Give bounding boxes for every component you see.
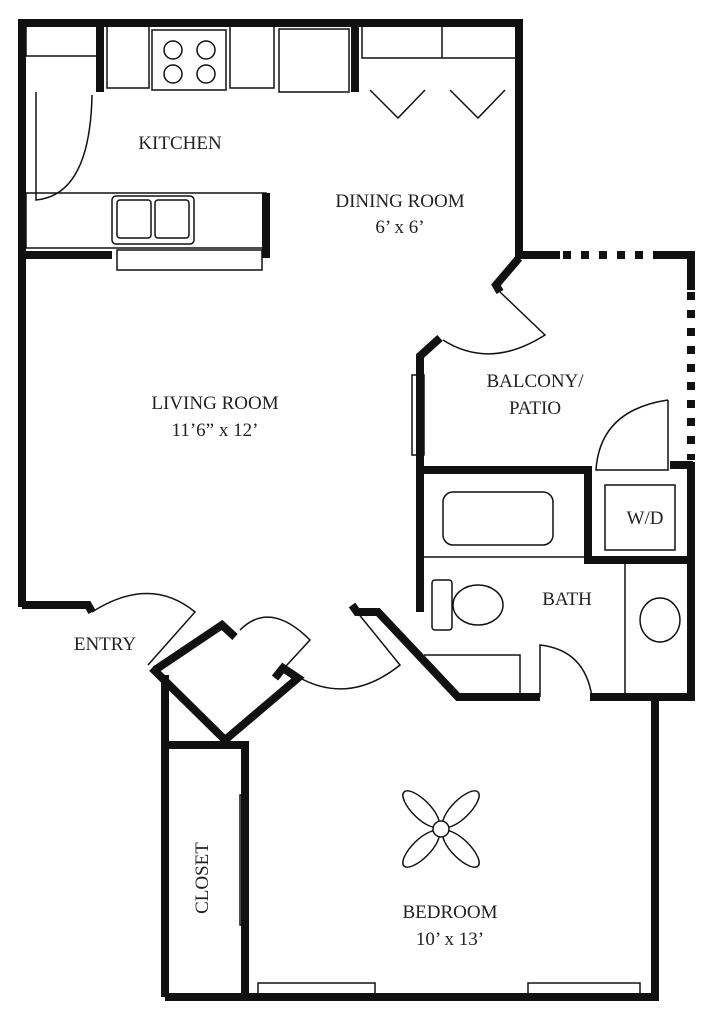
washer-dryer xyxy=(604,484,676,551)
window xyxy=(527,982,641,996)
refrigerator xyxy=(278,28,350,93)
dining-room-label: DINING ROOM xyxy=(335,191,465,212)
ceiling-fan-icon xyxy=(402,790,480,868)
entry-label: ENTRY xyxy=(73,634,137,655)
sink xyxy=(111,195,195,245)
interior-walls xyxy=(149,255,693,746)
dining-room-size: 6’ x 6’ xyxy=(375,217,425,238)
bath-label: BATH xyxy=(542,589,592,610)
bedroom-label: BEDROOM xyxy=(402,902,498,923)
toilet-tank xyxy=(431,579,453,631)
living-room-label: LIVING ROOM xyxy=(151,393,279,414)
balcony-label: BALCONY/ xyxy=(486,371,584,392)
bedroom-size: 10’ x 13’ xyxy=(415,929,485,950)
kitchen-label: KITCHEN xyxy=(138,133,222,154)
fixtures xyxy=(25,25,681,996)
stove xyxy=(151,29,227,91)
bath-sink xyxy=(639,597,681,643)
bathtub xyxy=(442,491,554,546)
living-room-size: 11’6” x 12’ xyxy=(171,420,259,441)
wd-label: W/D xyxy=(626,508,664,529)
window xyxy=(411,374,425,456)
closet-door xyxy=(239,794,249,926)
balcony-railing xyxy=(563,251,695,460)
patio-label: PATIO xyxy=(508,398,562,419)
closet-label: CLOSET xyxy=(192,842,213,914)
kitchen-counter xyxy=(25,192,267,249)
toilet xyxy=(452,584,504,626)
window xyxy=(257,982,376,996)
